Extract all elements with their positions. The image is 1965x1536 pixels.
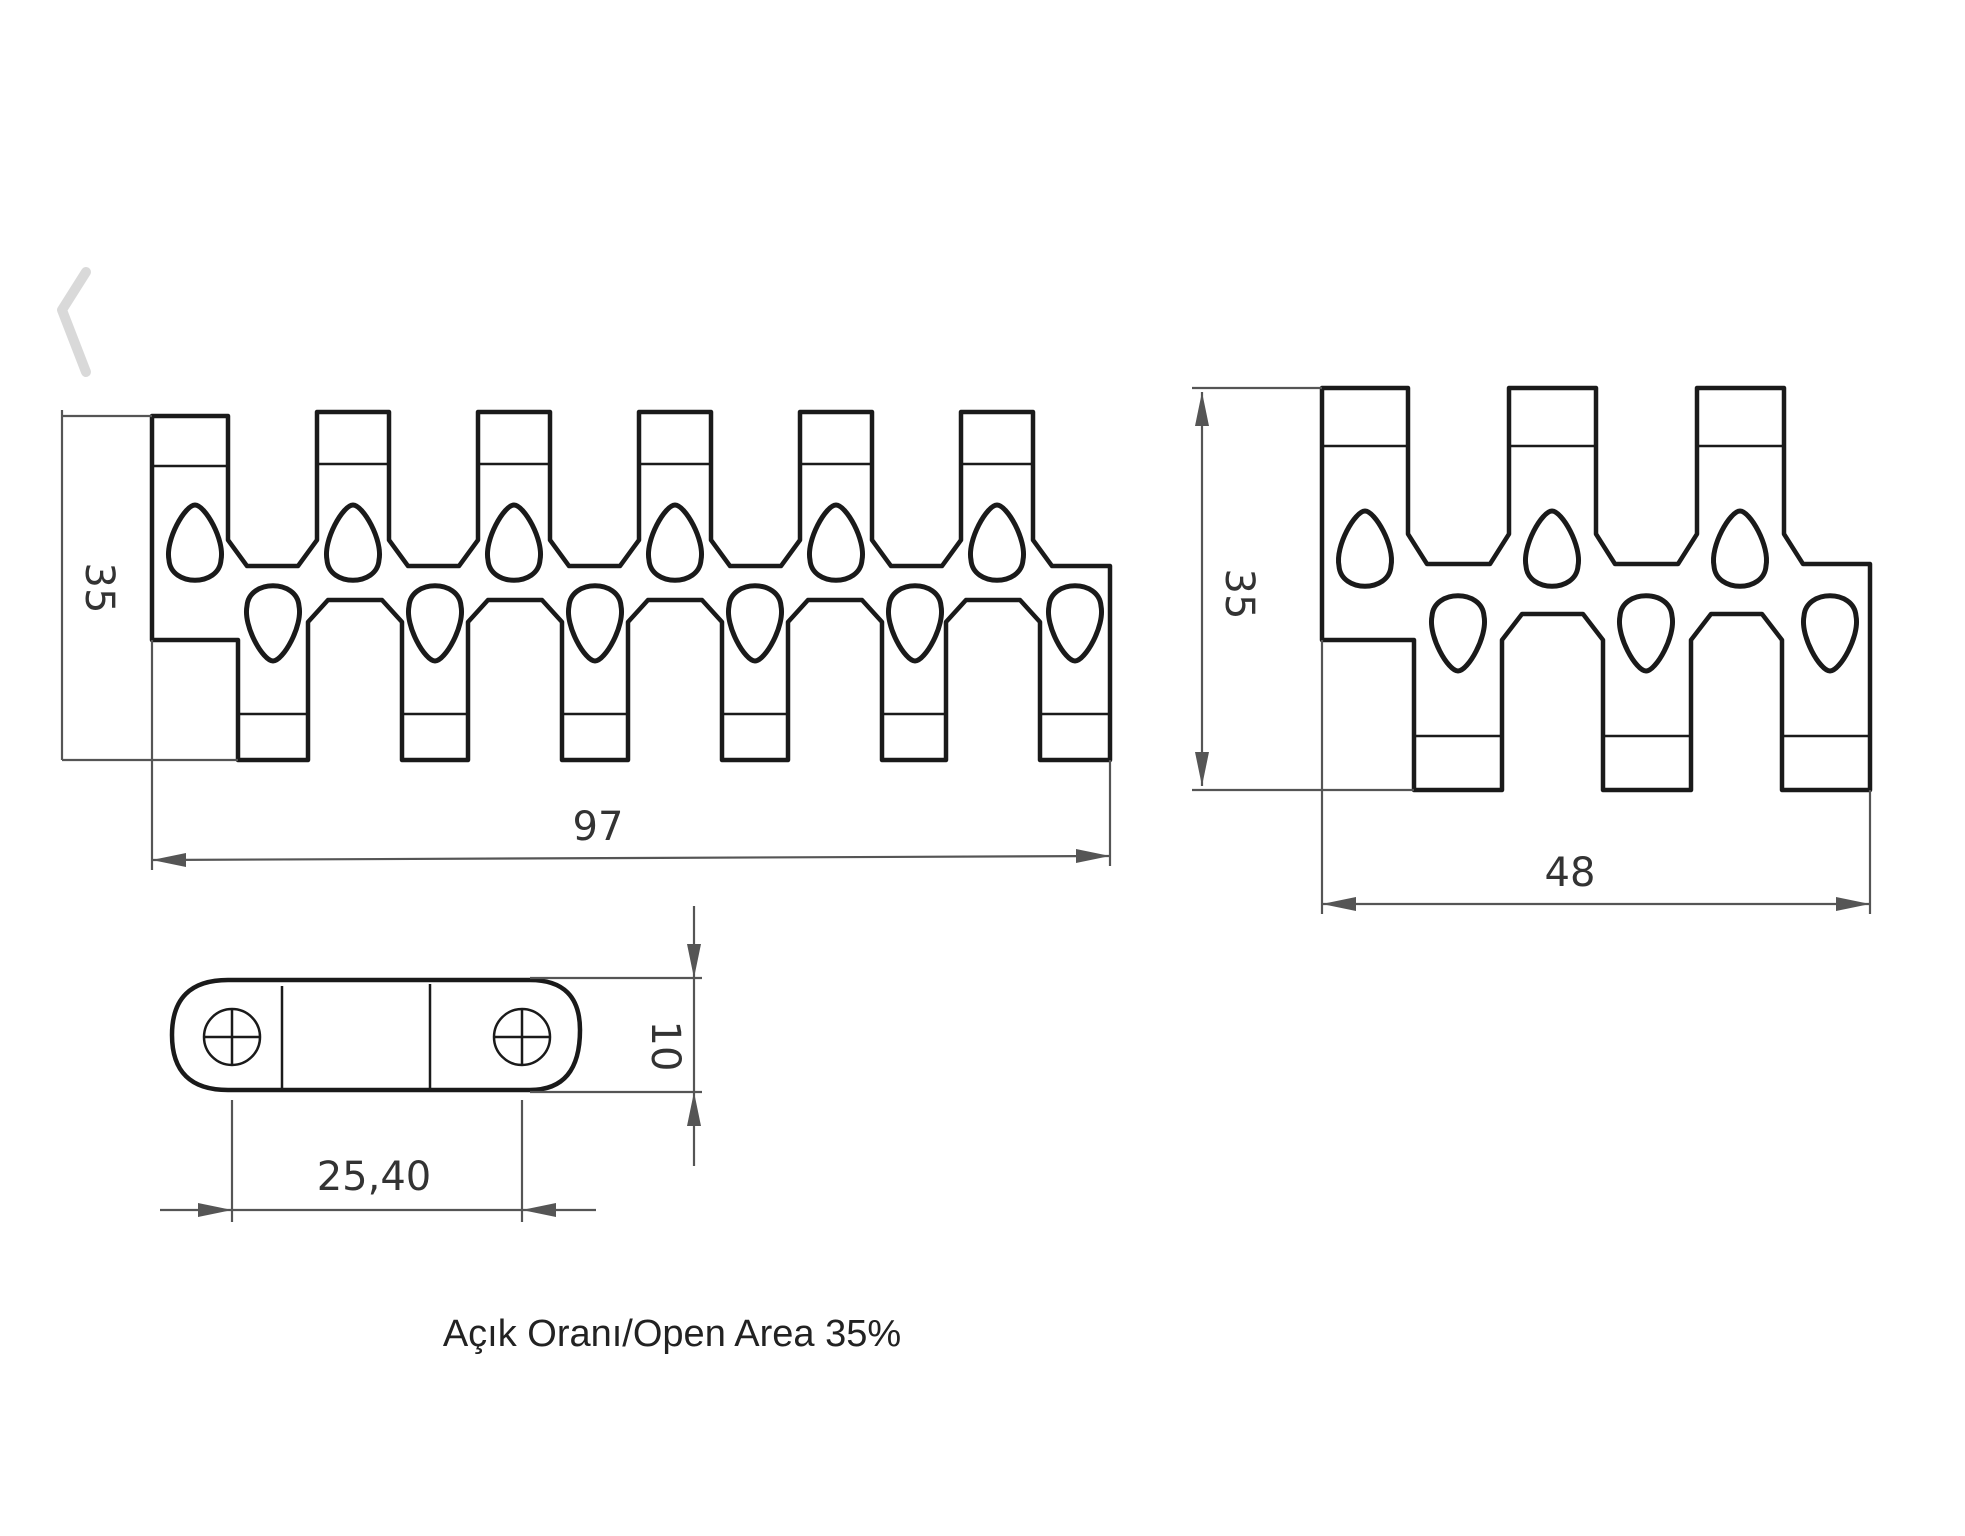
belt-module-long-holes (166, 502, 1104, 664)
teardrop-hole (886, 583, 944, 664)
teardrop-hole (1801, 593, 1859, 674)
teardrop-hole (807, 502, 865, 583)
belt-module-long-outline (149, 409, 1113, 763)
teardrop-hole (166, 502, 224, 583)
teardrop-hole (485, 502, 543, 583)
dim-link-height: 10 (642, 1021, 688, 1072)
teardrop-hole (244, 583, 302, 664)
teardrop-hole (1523, 508, 1581, 589)
teardrop-hole (1711, 508, 1769, 589)
belt-module-short-cap-lines (1322, 444, 1870, 738)
left-chevron-icon (57, 267, 91, 377)
belt-module-short (1319, 385, 1873, 793)
teardrop-hole (646, 502, 704, 583)
dim-long-width: 97 (573, 804, 624, 850)
belt-module-long-cap-lines (152, 462, 1110, 716)
teardrop-hole (1336, 508, 1394, 589)
teardrop-hole (726, 583, 784, 664)
link-part-outline (169, 977, 583, 1093)
dimension-lines (60, 386, 1872, 1222)
dim-short-width: 48 (1545, 850, 1596, 896)
teardrop-hole (968, 502, 1026, 583)
teardrop-hole (406, 583, 464, 664)
belt-module-short-outline (1319, 385, 1873, 793)
link-part (169, 977, 583, 1093)
belt-module-long (149, 409, 1113, 763)
dim-link-pitch: 25,40 (317, 1154, 432, 1200)
dim-long-height: 35 (76, 563, 122, 614)
belt-module-short-holes (1336, 508, 1859, 674)
teardrop-hole (1617, 593, 1675, 674)
teardrop-hole (566, 583, 624, 664)
teardrop-hole (1429, 593, 1487, 674)
dim-short-height: 35 (1216, 569, 1262, 620)
open-area-caption: Açık Oranı/Open Area 35% (443, 1313, 901, 1355)
teardrop-hole (1046, 583, 1104, 664)
teardrop-hole (324, 502, 382, 583)
